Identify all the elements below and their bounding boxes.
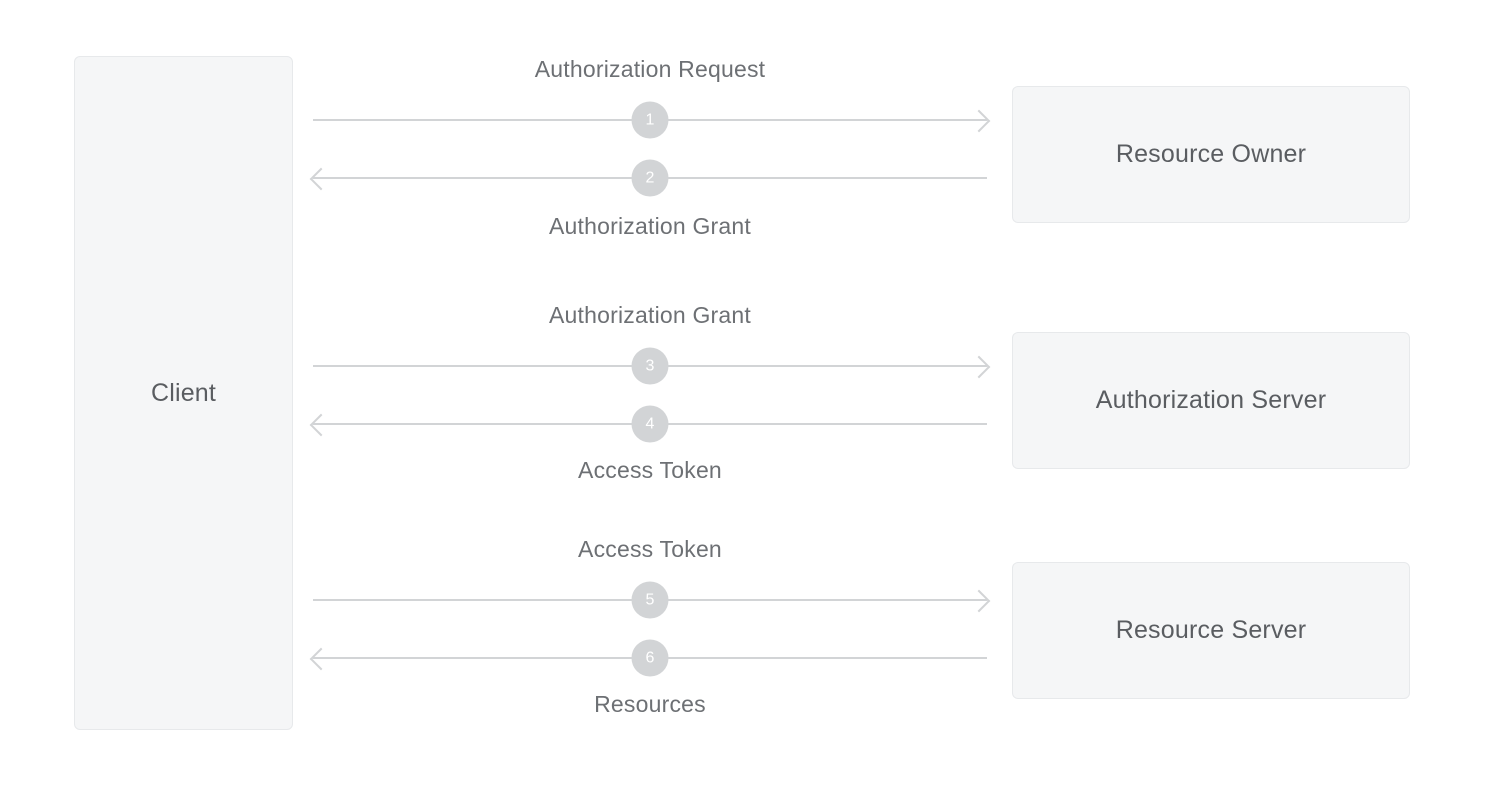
entity-box-resource-server[interactable]: Resource Server: [1012, 562, 1410, 699]
arrow-head-right-icon: [968, 110, 988, 130]
flow-arrow-step-2: 2: [312, 159, 987, 197]
arrow-head-right-icon: [968, 590, 988, 610]
entity-box-authorization-server[interactable]: Authorization Server: [1012, 332, 1410, 469]
step-badge-5: 5: [631, 581, 669, 619]
flow-caption-top-2: Authorization Grant: [549, 302, 751, 328]
flow-arrow-step-6: 6: [312, 639, 987, 677]
entity-label-resource-server: Resource Server: [1115, 616, 1307, 644]
flow-group-resource-owner: Authorization Request 1 2 Authorization …: [313, 56, 987, 256]
flow-caption-bottom-2: Access Token: [578, 457, 722, 483]
flow-caption-bottom-1: Authorization Grant: [549, 213, 751, 239]
flow-caption-top-3: Access Token: [578, 536, 722, 562]
flow-arrow-step-5: 5: [313, 581, 988, 619]
flow-group-authorization-server: Authorization Grant 3 4 Access Token: [313, 302, 987, 502]
flow-caption-top-1: Authorization Request: [534, 56, 766, 82]
step-badge-3: 3: [631, 347, 669, 385]
step-badge-6: 6: [631, 639, 669, 677]
entity-label-client: Client: [150, 378, 217, 407]
arrow-head-right-icon: [968, 356, 988, 376]
arrow-head-left-icon: [312, 414, 332, 434]
step-badge-2: 2: [631, 159, 669, 197]
arrow-head-left-icon: [312, 168, 332, 188]
flow-arrow-step-3: 3: [313, 347, 988, 385]
entity-box-client[interactable]: Client: [74, 56, 293, 730]
entity-label-authorization-server: Authorization Server: [1095, 386, 1327, 414]
step-badge-4: 4: [631, 405, 669, 443]
flow-arrow-step-4: 4: [312, 405, 987, 443]
arrow-head-left-icon: [312, 648, 332, 668]
flow-group-resource-server: Access Token 5 6 Resources: [313, 536, 987, 736]
flow-arrow-step-1: 1: [313, 101, 988, 139]
entity-box-resource-owner[interactable]: Resource Owner: [1012, 86, 1410, 223]
step-badge-1: 1: [631, 101, 669, 139]
flow-caption-bottom-3: Resources: [594, 691, 706, 717]
entity-label-resource-owner: Resource Owner: [1115, 140, 1307, 168]
